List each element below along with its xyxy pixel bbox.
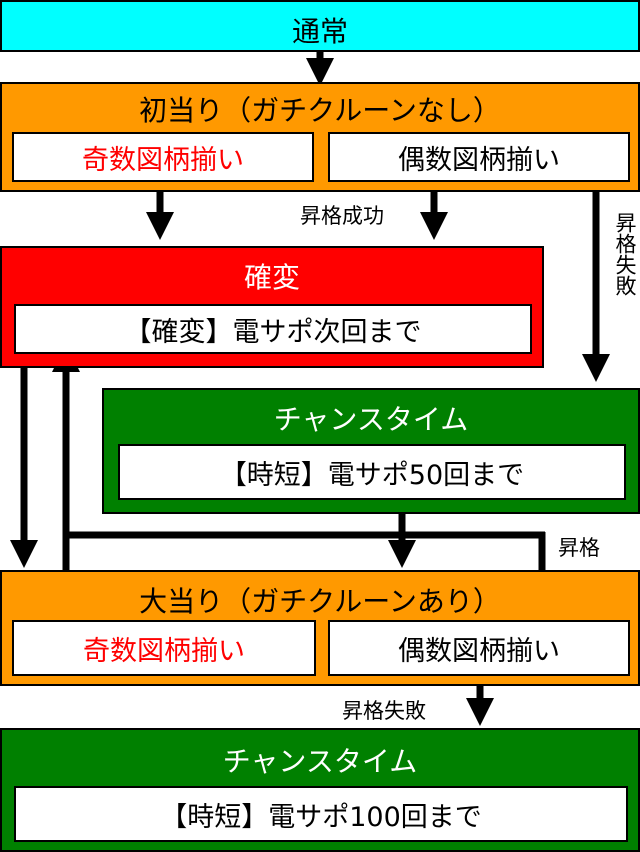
edge-label-promotion: 昇格 xyxy=(558,532,600,562)
node-chance-time-2-title: チャンスタイム xyxy=(222,745,418,778)
first-hit-odd-box: 奇数図柄揃い xyxy=(12,132,314,182)
chance-time-2-detail-box: 【時短】電サポ100回まで xyxy=(14,786,628,842)
edge-label-promotion-fail-vertical-text: 昇格失敗 xyxy=(613,212,637,296)
node-kakuhen: 確変 【確変】電サポ次回まで xyxy=(0,246,544,368)
node-normal-title: 通常 xyxy=(291,15,348,48)
node-chance-time-1: チャンスタイム 【時短】電サポ50回まで xyxy=(102,388,640,514)
node-first-hit-title: 初当り（ガチクルーンなし） xyxy=(139,94,501,127)
first-hit-even-box: 偶数図柄揃い xyxy=(328,132,630,182)
edge-label-promotion-success: 昇格成功 xyxy=(300,200,384,230)
edge-label-promotion-fail: 昇格失敗 xyxy=(342,695,426,725)
node-chance-time-2: チャンスタイム 【時短】電サポ100回まで xyxy=(0,728,640,852)
node-kakuhen-title: 確変 xyxy=(243,261,300,294)
node-chance-time-1-title: チャンスタイム xyxy=(273,403,469,436)
kakuhen-detail-box: 【確変】電サポ次回まで xyxy=(14,304,532,354)
edge-label-promotion-fail-vertical: 昇格失敗 xyxy=(612,212,637,302)
big-hit-even-box: 偶数図柄揃い xyxy=(328,620,630,676)
node-first-hit: 初当り（ガチクルーンなし） 奇数図柄揃い 偶数図柄揃い xyxy=(0,82,640,192)
node-big-hit-title: 大当り（ガチクルーンあり） xyxy=(139,585,501,618)
big-hit-odd-box: 奇数図柄揃い xyxy=(12,620,316,676)
node-normal: 通常 xyxy=(0,0,640,52)
node-big-hit: 大当り（ガチクルーンあり） 奇数図柄揃い 偶数図柄揃い xyxy=(0,570,640,686)
chance-time-1-detail-box: 【時短】電サポ50回まで xyxy=(118,444,626,500)
